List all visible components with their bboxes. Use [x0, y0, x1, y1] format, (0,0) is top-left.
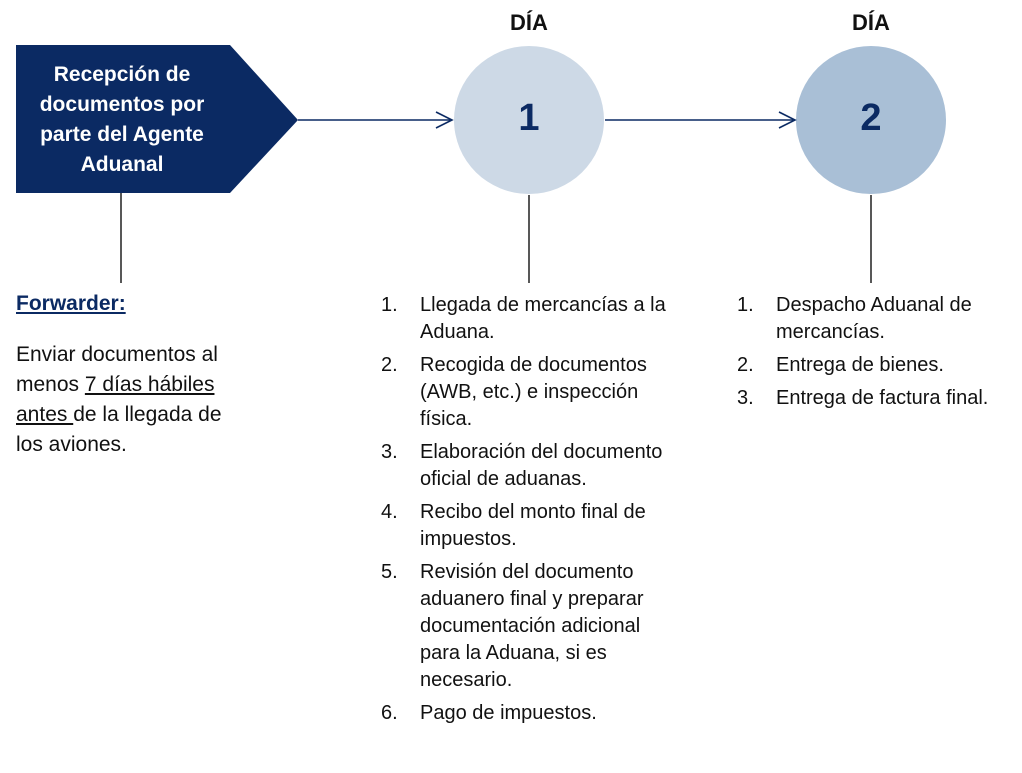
- arrowhead-icon: [778, 111, 797, 129]
- arrowhead-icon: [435, 111, 454, 129]
- forwarder-text-a: Enviar documentos al menos: [16, 343, 218, 396]
- list-item: 3.Entrega de factura final.: [737, 387, 989, 409]
- list-item: 2.Entrega de bienes.: [737, 354, 944, 376]
- start-pentagon: [16, 45, 298, 193]
- forwarder-text-underlined: 7 días hábiles antes: [16, 373, 215, 426]
- list-item: 2.Recogida de documentos (AWB, etc.) e i…: [381, 354, 647, 430]
- start-label: Recepción de documentos por parte del Ag…: [39, 63, 205, 176]
- day-2-number: 2: [860, 97, 882, 139]
- day-2-header: DÍA: [852, 10, 890, 35]
- list-item: 3.Elaboración del documento oficial de a…: [381, 441, 663, 490]
- forwarder-text-b: de la llegada de los aviones.: [16, 403, 222, 456]
- list-item: 1.Despacho Aduanal de mercancías.: [737, 294, 972, 343]
- forwarder-title: Forwarder:: [16, 292, 126, 315]
- list-item: 4.Recibo del monto final de impuestos.: [381, 501, 646, 550]
- day-1-circle: [454, 46, 604, 194]
- day-1-list: 1.Llegada de mercancías a la Aduana. 2.R…: [381, 292, 681, 733]
- day-1-number: 1: [518, 97, 540, 139]
- day-2-circle: [796, 46, 946, 194]
- list-item: 6.Pago de impuestos.: [381, 702, 597, 724]
- day-1-header: DÍA: [510, 10, 548, 35]
- list-item: 1.Llegada de mercancías a la Aduana.: [381, 294, 666, 343]
- forwarder-text: Enviar documentos al menos 7 días hábile…: [16, 340, 246, 460]
- list-item: 5.Revisión del documento aduanero final …: [381, 561, 644, 691]
- day-2-list: 1.Despacho Aduanal de mercancías. 2.Entr…: [737, 292, 1017, 418]
